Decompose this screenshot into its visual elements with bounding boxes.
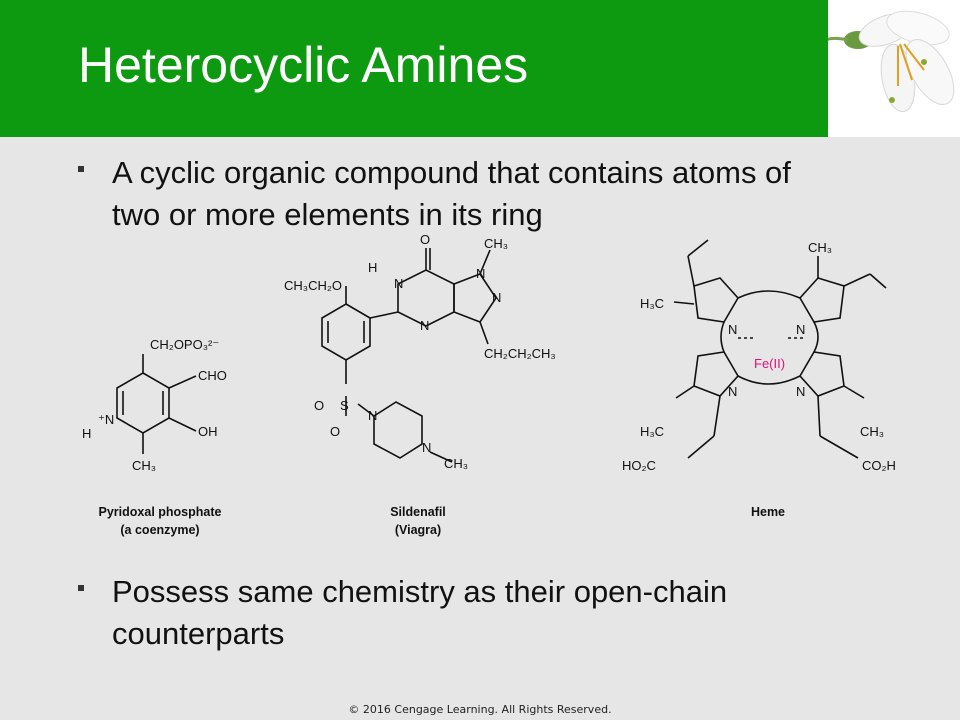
label-n: N [368,408,377,423]
label-ch3: CH₃ [132,458,156,473]
label-ch3: CH₃ [860,424,884,439]
caption-pyridoxal-sub: (a coenzyme) [120,523,199,537]
slide-title: Heterocyclic Amines [78,37,529,93]
label-iron: Fe(II) [754,356,785,371]
label-ch3: CH₃ [808,240,832,255]
label-o: O [314,398,324,413]
label-n: N [728,322,737,337]
bullet-text-line: two or more elements in its ring [112,197,543,232]
label-n: N [420,318,429,333]
bullet-text-line: A cyclic organic compound that contains … [112,155,791,190]
structures-figure: CH₂OPO₃²⁻ CHO OH CH₃ ⁺N H CH₃CH₂O O CH₃ … [78,226,938,546]
title-bar: Heterocyclic Amines [0,0,828,137]
bullet-text-line: counterparts [112,616,285,651]
label-s: S [340,398,349,413]
label-ch3: CH₃ [484,236,508,251]
caption-pyridoxal: Pyridoxal phosphate [99,505,222,519]
label-n: N [796,384,805,399]
copyright-footer: © 2016 Cengage Learning. All Rights Rese… [348,703,612,716]
label-h: H [368,260,377,275]
label-n: N [394,276,403,291]
label-h3c: H₃C [640,296,664,311]
label-oh: OH [198,424,218,439]
label-ch2ch2ch3: CH₂CH₂CH₃ [484,346,556,361]
caption-sildenafil-sub: (Viagra) [395,523,441,537]
label-co2h: CO₂H [862,458,896,473]
caption-sildenafil: Sildenafil [390,505,446,519]
label-h3c: H₃C [640,424,664,439]
label-n: N [476,266,485,281]
label-n: N [728,384,737,399]
flower-image [828,0,960,137]
label-h: H [82,426,91,441]
label-ho2c: HO₂C [622,458,656,473]
bullet-text-line: Possess same chemistry as their open-cha… [112,574,728,609]
label-o: O [330,424,340,439]
label-n: N [422,440,431,455]
label-cho: CHO [198,368,227,383]
caption-heme: Heme [751,505,785,519]
label-ch2opo3: CH₂OPO₃²⁻ [150,337,219,352]
label-n: N [796,322,805,337]
bullet-marker [78,166,84,172]
label-o: O [420,232,430,247]
label-n: N [492,290,501,305]
label-ch3ch2o: CH₃CH₂O [284,278,342,293]
label-nplus: ⁺N [98,412,114,427]
bullet-marker [78,585,84,591]
label-ch3: CH₃ [444,456,468,471]
